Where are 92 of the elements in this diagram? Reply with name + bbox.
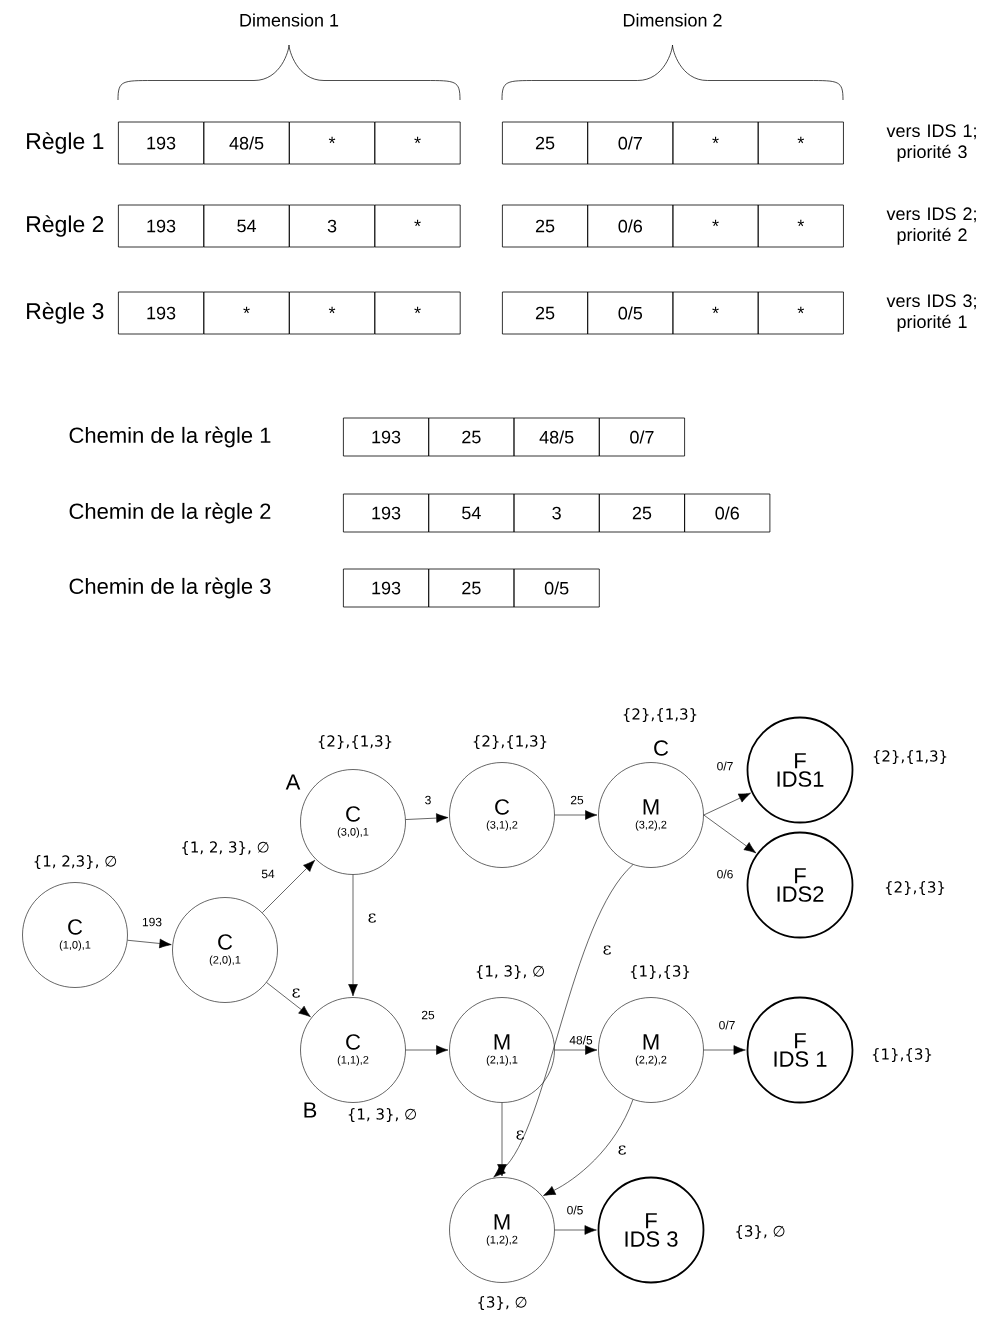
set-label: {2},{1,3}: [623, 708, 697, 722]
node-letter: C: [654, 740, 669, 756]
row-label: Chemin de la règle 2: [69, 502, 271, 524]
table-cell: 25: [502, 121, 589, 165]
table-cell: 3: [289, 204, 376, 248]
table-cell: 25: [428, 417, 515, 457]
arrow: [348, 874, 358, 997]
arrow: [703, 792, 751, 816]
table-cell: *: [757, 121, 844, 165]
set-label: {1, 3}, ∅: [476, 965, 544, 979]
edge-label: 0/5: [567, 1205, 583, 1215]
set-label: {3}, ∅: [736, 1225, 785, 1239]
edge-label: ε: [618, 1145, 626, 1155]
table-cell: *: [672, 291, 759, 335]
table-cell: 48/5: [513, 417, 600, 457]
set-label: {1, 3}, ∅: [348, 1108, 416, 1122]
edge-label: ε: [292, 988, 300, 998]
set-label: {2},{3}: [885, 881, 945, 895]
set-label: {1},{3}: [630, 965, 690, 979]
table-cell: 0/5: [587, 291, 674, 335]
edge-label: 25: [570, 795, 584, 805]
row-label: Règle 3: [27, 302, 104, 324]
set-label: {1},{3}: [872, 1048, 932, 1062]
row-label: Chemin de la règle 1: [69, 426, 271, 448]
table-cell: *: [757, 204, 844, 248]
arrow: [266, 982, 311, 1018]
arrow: [554, 810, 598, 820]
edge-label: ε: [603, 945, 611, 955]
table-cell: *: [289, 291, 376, 335]
table-cell: 193: [343, 568, 430, 608]
arrow: [554, 1045, 598, 1055]
row-label: Chemin de la règle 3: [69, 577, 271, 599]
set-label: {1, 2,3}, ∅: [34, 855, 117, 869]
table-cell: *: [374, 121, 461, 165]
table-cell: 193: [118, 204, 205, 248]
set-label: {1, 2, 3}, ∅: [182, 841, 269, 855]
node-letter: B: [304, 1102, 317, 1118]
table-cell: *: [289, 121, 376, 165]
edge-label: ε: [516, 1130, 524, 1140]
table-cell: *: [374, 291, 461, 335]
dimension-label: Dimension 2: [623, 13, 722, 27]
table-cell: *: [757, 291, 844, 335]
edge-label: 0/6: [717, 869, 733, 879]
arrow: [703, 1045, 746, 1055]
table-cell: 25: [502, 204, 589, 248]
node-letter: A: [285, 774, 301, 790]
table-cell: 193: [118, 121, 205, 165]
edge-label: 3: [425, 795, 431, 805]
edge-label: 0/7: [719, 1020, 735, 1030]
rule-target: vers IDS 2; priorité 2: [886, 207, 976, 245]
arrow: [543, 1099, 634, 1196]
edge-label: 193: [142, 917, 162, 927]
edge-label: ε: [368, 913, 376, 923]
table-cell: *: [672, 204, 759, 248]
table-cell: 3: [513, 493, 600, 533]
table-cell: 0/7: [598, 417, 685, 457]
edge-label: 48/5: [569, 1035, 593, 1045]
table-cell: 0/7: [587, 121, 674, 165]
table-cell: 0/6: [587, 204, 674, 248]
set-label: {2},{1,3}: [873, 750, 947, 764]
dimension-label: Dimension 1: [240, 13, 339, 27]
rule-target: vers IDS 3; priorité 1: [886, 294, 976, 332]
arrow: [262, 859, 316, 913]
table-cell: 0/5: [513, 568, 600, 608]
set-label: {2},{1,3}: [473, 735, 547, 749]
arrow: [493, 864, 634, 1178]
arrow: [554, 1225, 597, 1235]
table-cell: 54: [428, 493, 515, 533]
set-label: {3}, ∅: [478, 1296, 527, 1310]
edge-label: 25: [421, 1010, 435, 1020]
arrow: [127, 938, 172, 949]
table-cell: 0/6: [684, 493, 771, 533]
set-label: {2},{1,3}: [318, 735, 392, 749]
table-cell: 193: [118, 291, 205, 335]
table-cell: *: [374, 204, 461, 248]
table-cell: 25: [598, 493, 685, 533]
table-cell: 54: [203, 204, 290, 248]
table-cell: *: [672, 121, 759, 165]
rule-target: vers IDS 1; priorité 3: [886, 124, 976, 162]
table-cell: *: [203, 291, 290, 335]
table-cell: 48/5: [203, 121, 290, 165]
table-cell: 25: [502, 291, 589, 335]
arrow: [703, 814, 757, 854]
row-label: Règle 2: [27, 215, 104, 237]
edge-label: 0/7: [717, 761, 733, 771]
table-cell: 193: [343, 417, 430, 457]
arrow: [405, 1045, 449, 1055]
table-cell: 193: [343, 493, 430, 533]
row-label: Règle 1: [27, 132, 104, 154]
arrow: [405, 813, 449, 823]
table-cell: 25: [428, 568, 515, 608]
edge-label: 54: [261, 869, 275, 879]
